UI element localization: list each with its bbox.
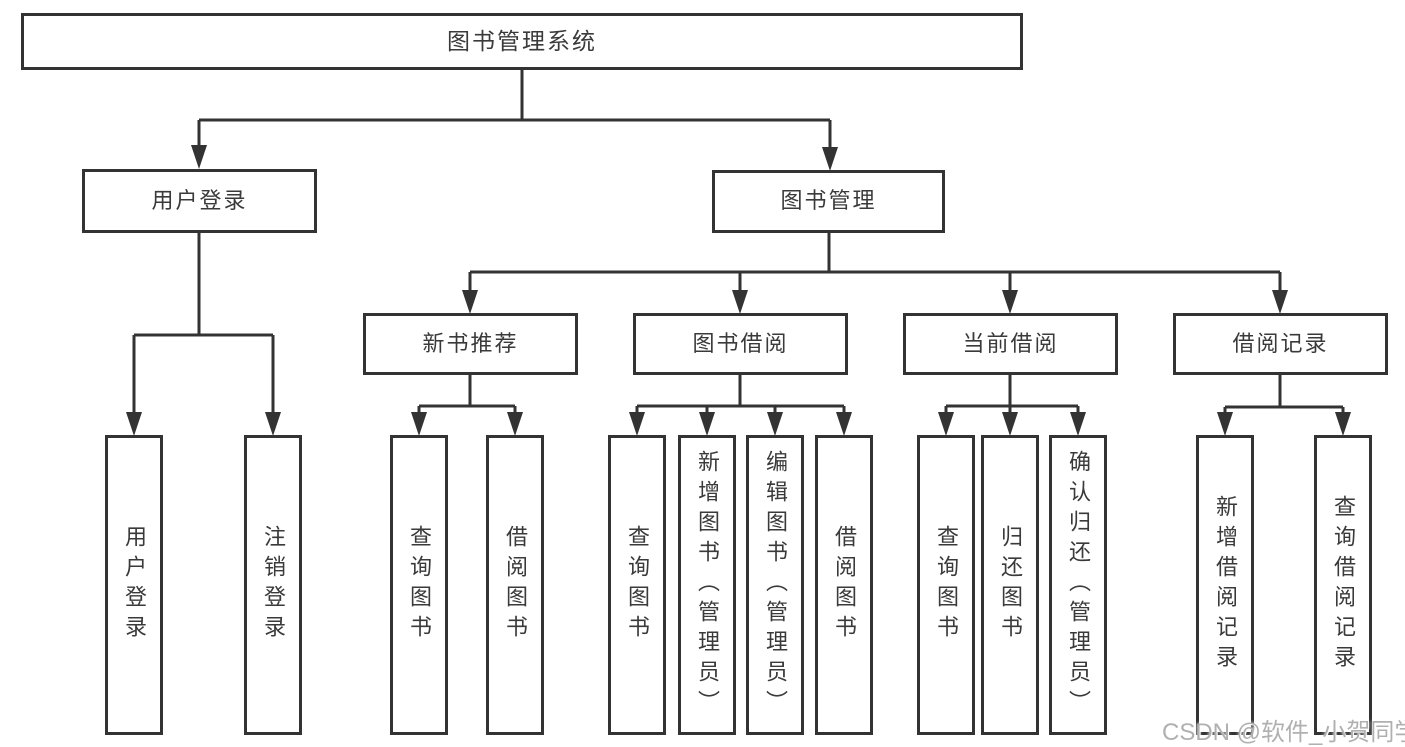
leaf-borrow-books-recommend: 借阅图书: [486, 435, 544, 735]
node-label: 确认归还（管理员）: [1066, 450, 1091, 720]
node-label: 注销登录: [261, 525, 286, 645]
arrowhead-icon: [1217, 412, 1233, 436]
arrowheads: [126, 145, 1351, 436]
arrowhead-icon: [938, 412, 954, 436]
arrowhead-icon: [126, 412, 142, 436]
node-book-management: 图书管理: [712, 170, 945, 233]
leaf-add-book-admin: 新增图书（管理员）: [678, 435, 736, 735]
node-current-borrow: 当前借阅: [903, 313, 1118, 375]
node-root: 图书管理系统: [21, 13, 1023, 70]
arrowhead-icon: [462, 290, 478, 314]
node-book-borrow: 图书借阅: [633, 313, 848, 375]
leaf-query-borrow-record: 查询借阅记录: [1314, 435, 1372, 735]
arrowhead-icon: [1002, 412, 1018, 436]
arrowhead-icon: [507, 412, 523, 436]
node-label: 图书借阅: [692, 330, 789, 356]
arrowhead-icon: [767, 412, 783, 436]
arrowhead-icon: [1335, 412, 1351, 436]
node-label: 新增图书（管理员）: [695, 450, 720, 720]
arrowhead-icon: [699, 412, 715, 436]
leaf-return-book: 归还图书: [981, 435, 1039, 735]
arrowhead-icon: [822, 147, 838, 171]
arrowhead-icon: [629, 412, 645, 436]
node-label: 用户登录: [122, 525, 147, 645]
node-label: 图书管理: [780, 188, 877, 214]
node-label: 借阅图书: [503, 525, 528, 645]
arrowhead-icon: [1002, 290, 1018, 314]
leaf-confirm-return-admin: 确认归还（管理员）: [1049, 435, 1107, 735]
node-label: 图书管理系统: [447, 27, 597, 54]
node-label: 查询图书: [625, 525, 650, 645]
node-label: 用户登录: [151, 187, 248, 213]
arrowhead-icon: [265, 412, 281, 436]
arrowhead-icon: [1272, 290, 1288, 314]
node-label: 当前借阅: [962, 330, 1059, 356]
leaf-user-login: 用户登录: [105, 435, 163, 735]
node-user-login: 用户登录: [82, 169, 317, 233]
node-label: 查询图书: [934, 525, 959, 645]
node-label: 查询图书: [407, 525, 432, 645]
node-label: 借阅图书: [832, 525, 857, 645]
node-new-book-recommend: 新书推荐: [363, 313, 578, 375]
node-label: 新增借阅记录: [1213, 495, 1238, 675]
arrowhead-icon: [411, 412, 427, 436]
leaf-query-books-borrow: 查询图书: [608, 435, 666, 735]
connectors: [132, 70, 1345, 412]
arrowhead-icon: [1070, 412, 1086, 436]
node-label: 查询借阅记录: [1331, 495, 1356, 675]
node-borrow-records: 借阅记录: [1173, 313, 1388, 375]
csdn-watermark: CSDN @软件_小贺同学: [1162, 719, 1405, 746]
leaf-borrow-books: 借阅图书: [815, 435, 873, 735]
arrowhead-icon: [836, 412, 852, 436]
node-label: 编辑图书（管理员）: [763, 450, 788, 720]
arrowhead-icon: [732, 290, 748, 314]
arrowhead-icon: [191, 145, 207, 169]
node-label: 借阅记录: [1232, 330, 1329, 356]
node-label: 归还图书: [998, 525, 1023, 645]
leaf-query-books-current: 查询图书: [917, 435, 975, 735]
leaf-edit-book-admin: 编辑图书（管理员）: [746, 435, 804, 735]
node-label: 新书推荐: [422, 330, 519, 356]
leaf-add-borrow-record: 新增借阅记录: [1196, 435, 1254, 735]
leaf-query-books-recommend: 查询图书: [390, 435, 448, 735]
leaf-logout: 注销登录: [244, 435, 302, 735]
